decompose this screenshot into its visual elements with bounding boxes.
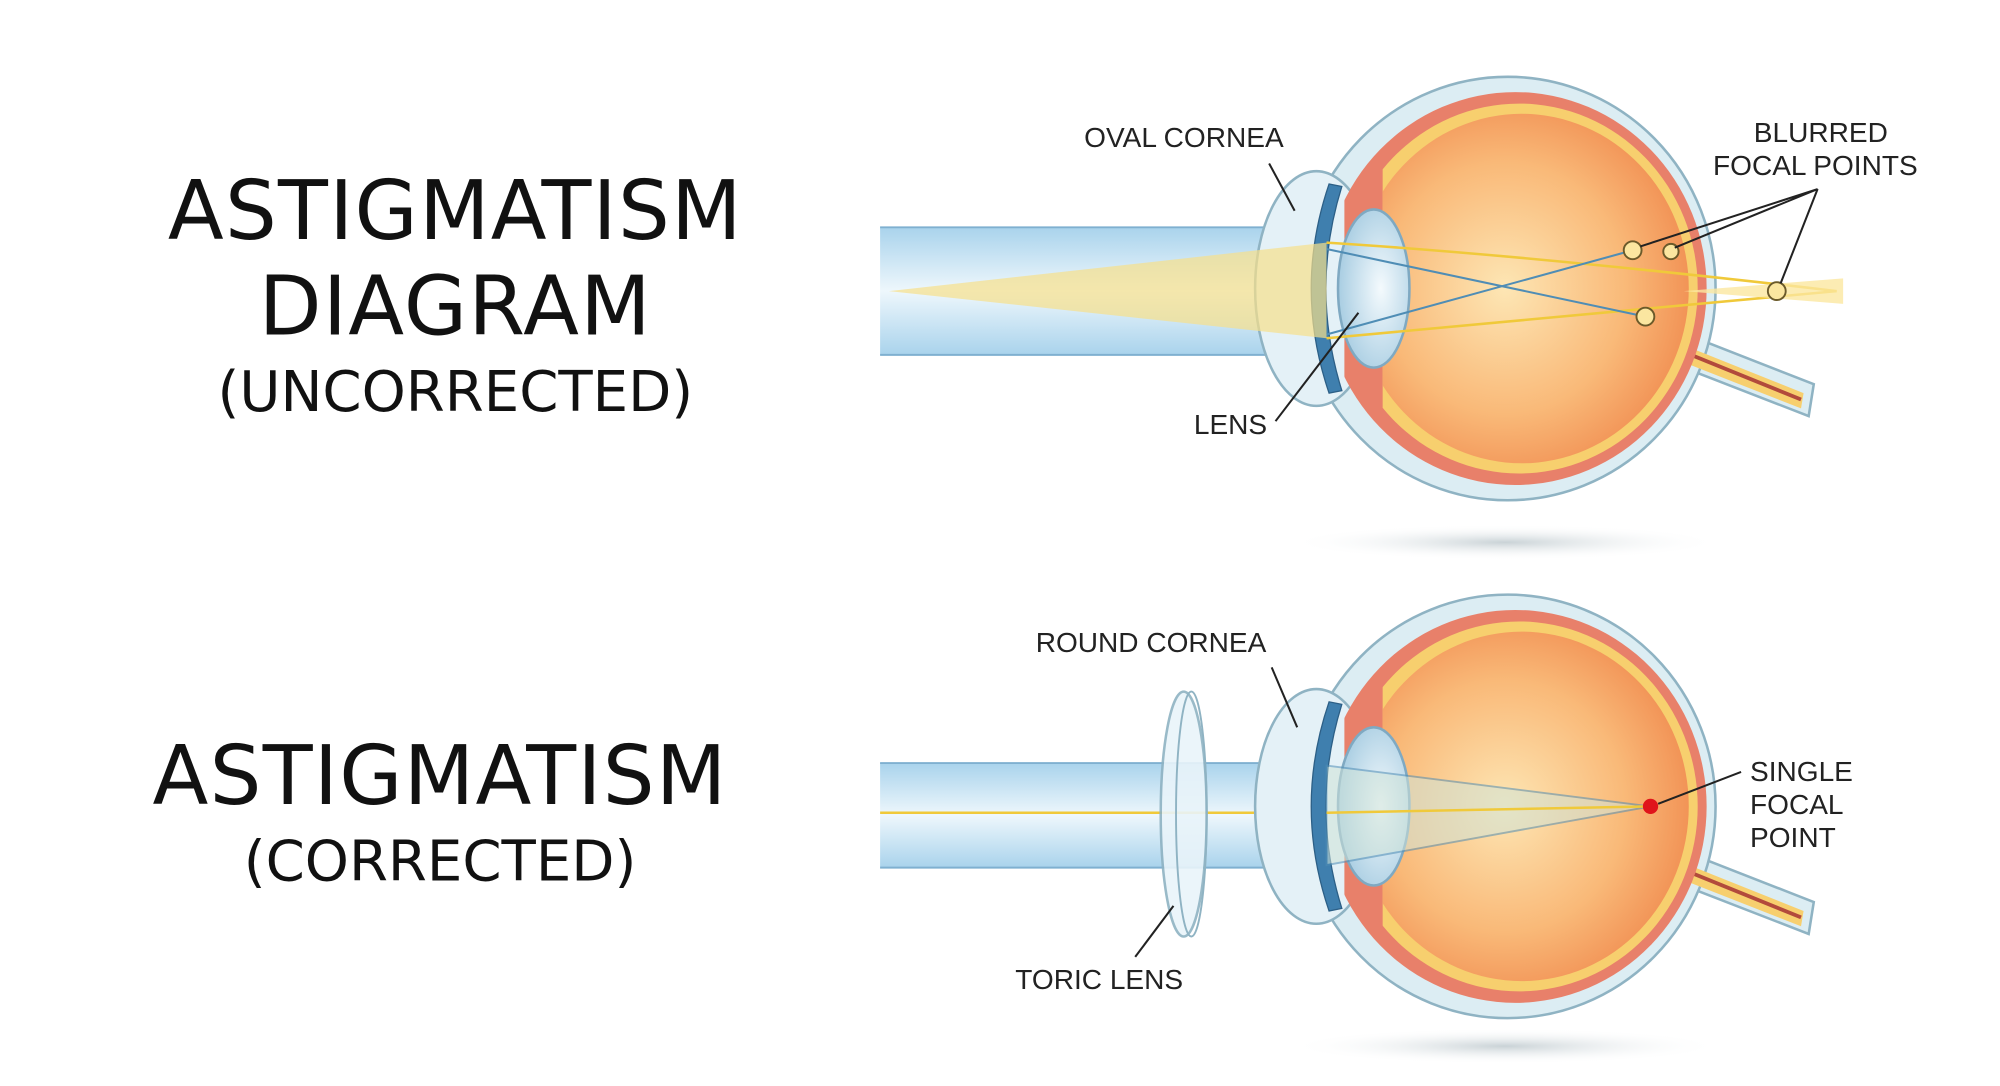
label-oval-cornea: OVAL CORNEA	[1084, 122, 1284, 153]
eye-shadow	[1288, 1028, 1722, 1065]
label-round-cornea: ROUND CORNEA	[1036, 627, 1267, 658]
toric-lens	[1159, 690, 1208, 938]
bottom-title-line1: ASTIGMATISM	[153, 729, 728, 824]
corrected-section: ASTIGMATISM (CORRECTED) ROUND CORNEA TOR…	[153, 595, 1853, 1065]
focal-point	[1635, 306, 1656, 327]
light-beam	[880, 763, 1289, 868]
eye-shadow	[1288, 524, 1722, 561]
label-point: POINT	[1750, 822, 1836, 853]
uncorrected-section: ASTIGMATISM DIAGRAM (UNCORRECTED) OVAL C…	[168, 77, 1918, 561]
label-blurred-line1: BLURRED	[1754, 117, 1888, 148]
light-cone-yellow	[889, 242, 1327, 339]
label-toric-lens: TORIC LENS	[1015, 964, 1183, 995]
label-focal: FOCAL	[1750, 789, 1844, 820]
top-title-line2: DIAGRAM	[259, 259, 652, 354]
ray-yellow	[1326, 241, 1837, 340]
focal-point	[1622, 240, 1643, 261]
bottom-subtitle: (CORRECTED)	[244, 829, 637, 894]
label-blurred-line2: FOCAL POINTS	[1713, 150, 1918, 181]
label-single: SINGLE	[1750, 756, 1853, 787]
top-subtitle: (UNCORRECTED)	[218, 360, 694, 425]
ray-blue	[1326, 247, 1646, 336]
light-cone-focused	[1325, 764, 1651, 867]
focal-point	[1766, 281, 1787, 301]
label-lens: LENS	[1194, 409, 1267, 440]
single-focal-point	[1642, 798, 1659, 815]
top-title-line1: ASTIGMATISM	[168, 164, 743, 259]
